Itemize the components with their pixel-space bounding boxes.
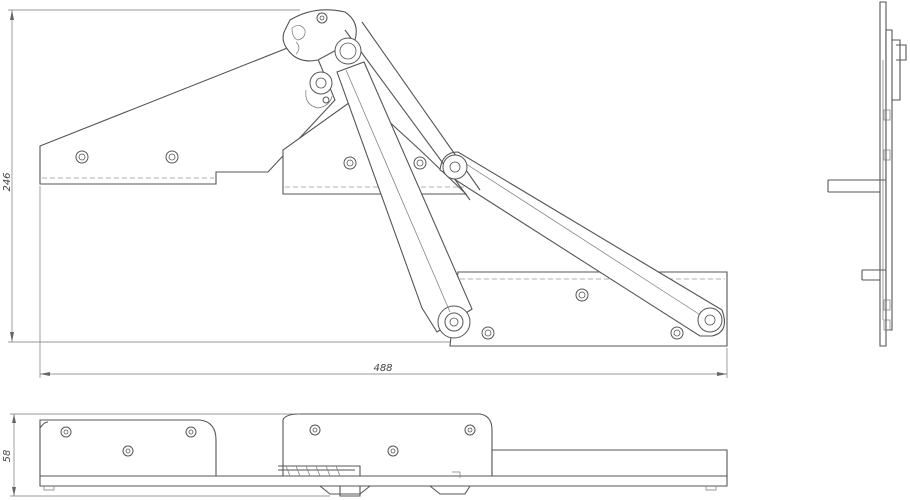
width-dimension: 488 (39, 186, 728, 378)
width-dimension-label: 488 (373, 363, 392, 374)
lever-arm-lower (439, 151, 725, 337)
lever-arm-upper (336, 61, 473, 333)
screw-holes (75, 150, 684, 340)
top-view: 58 (2, 413, 728, 497)
height-dimension-label: 246 (2, 172, 13, 191)
thickness-dimension-label: 58 (2, 450, 13, 463)
side-view (827, 1, 907, 347)
thickness-dimension: 58 (2, 413, 330, 497)
front-view: 246 488 (2, 9, 728, 378)
pivot-holes (309, 12, 723, 333)
top-view-right-plate (282, 413, 493, 477)
height-dimension: 246 (2, 9, 450, 343)
